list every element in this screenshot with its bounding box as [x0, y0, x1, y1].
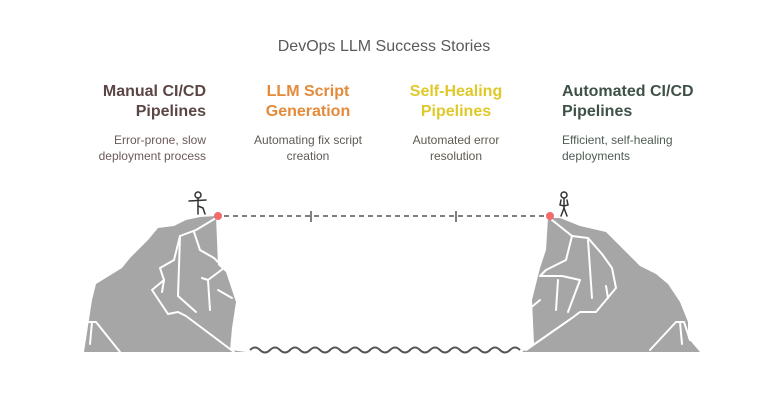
stage-heading: Automated CI/CD Pipelines	[562, 82, 722, 122]
stage-description: Automating fix script creation	[238, 132, 378, 164]
left-anchor-point	[214, 212, 222, 220]
stage-heading-line: Manual CI/CD	[102, 83, 206, 100]
stage-heading-line: Pipelines	[135, 103, 206, 120]
stage-description-line: resolution	[429, 149, 483, 163]
stage-description-line: creation	[286, 149, 330, 163]
stage-description-line: Error-prone, slow	[113, 133, 206, 147]
stage-heading-line: LLM Script	[266, 83, 350, 100]
stage-heading: Manual CI/CD Pipelines	[60, 82, 206, 122]
stage-description-line: deployment process	[98, 149, 206, 163]
stage-self-healing-pipelines: Self-Healing Pipelines Automated error r…	[386, 82, 526, 164]
stage-heading-line: Automated CI/CD	[562, 83, 694, 100]
stage-heading: LLM Script Generation	[238, 82, 378, 122]
right-cliff-icon	[522, 218, 700, 352]
stage-description: Error-prone, slow deployment process	[60, 132, 206, 164]
stage-heading-line: Pipelines	[420, 103, 492, 120]
stage-automated-cicd: Automated CI/CD Pipelines Efficient, sel…	[562, 82, 722, 164]
diagram-title: DevOps LLM Success Stories	[277, 38, 491, 55]
stage-description-line: Automating fix script	[253, 133, 363, 147]
stage-heading-line: Self-Healing	[409, 83, 503, 100]
stage-heading-line: Pipelines	[562, 103, 633, 120]
stage-description-line: deployments	[562, 149, 631, 163]
left-cliff-icon	[84, 216, 246, 353]
stage-manual-cicd: Manual CI/CD Pipelines Error-prone, slow…	[60, 82, 206, 164]
right-anchor-point	[546, 212, 554, 220]
stage-llm-script-generation: LLM Script Generation Automating fix scr…	[238, 82, 378, 164]
stick-figure-walking-icon	[188, 191, 207, 215]
stage-description-line: Automated error	[412, 133, 500, 147]
stage-heading-line: Generation	[265, 103, 351, 120]
water-wave-icon	[249, 346, 521, 354]
stage-description-line: Efficient, self-healing	[562, 133, 673, 147]
stage-description: Automated error resolution	[386, 132, 526, 164]
stage-description: Efficient, self-healing deployments	[562, 132, 722, 164]
stick-figure-standing-icon	[559, 191, 569, 217]
stage-heading: Self-Healing Pipelines	[386, 82, 526, 122]
